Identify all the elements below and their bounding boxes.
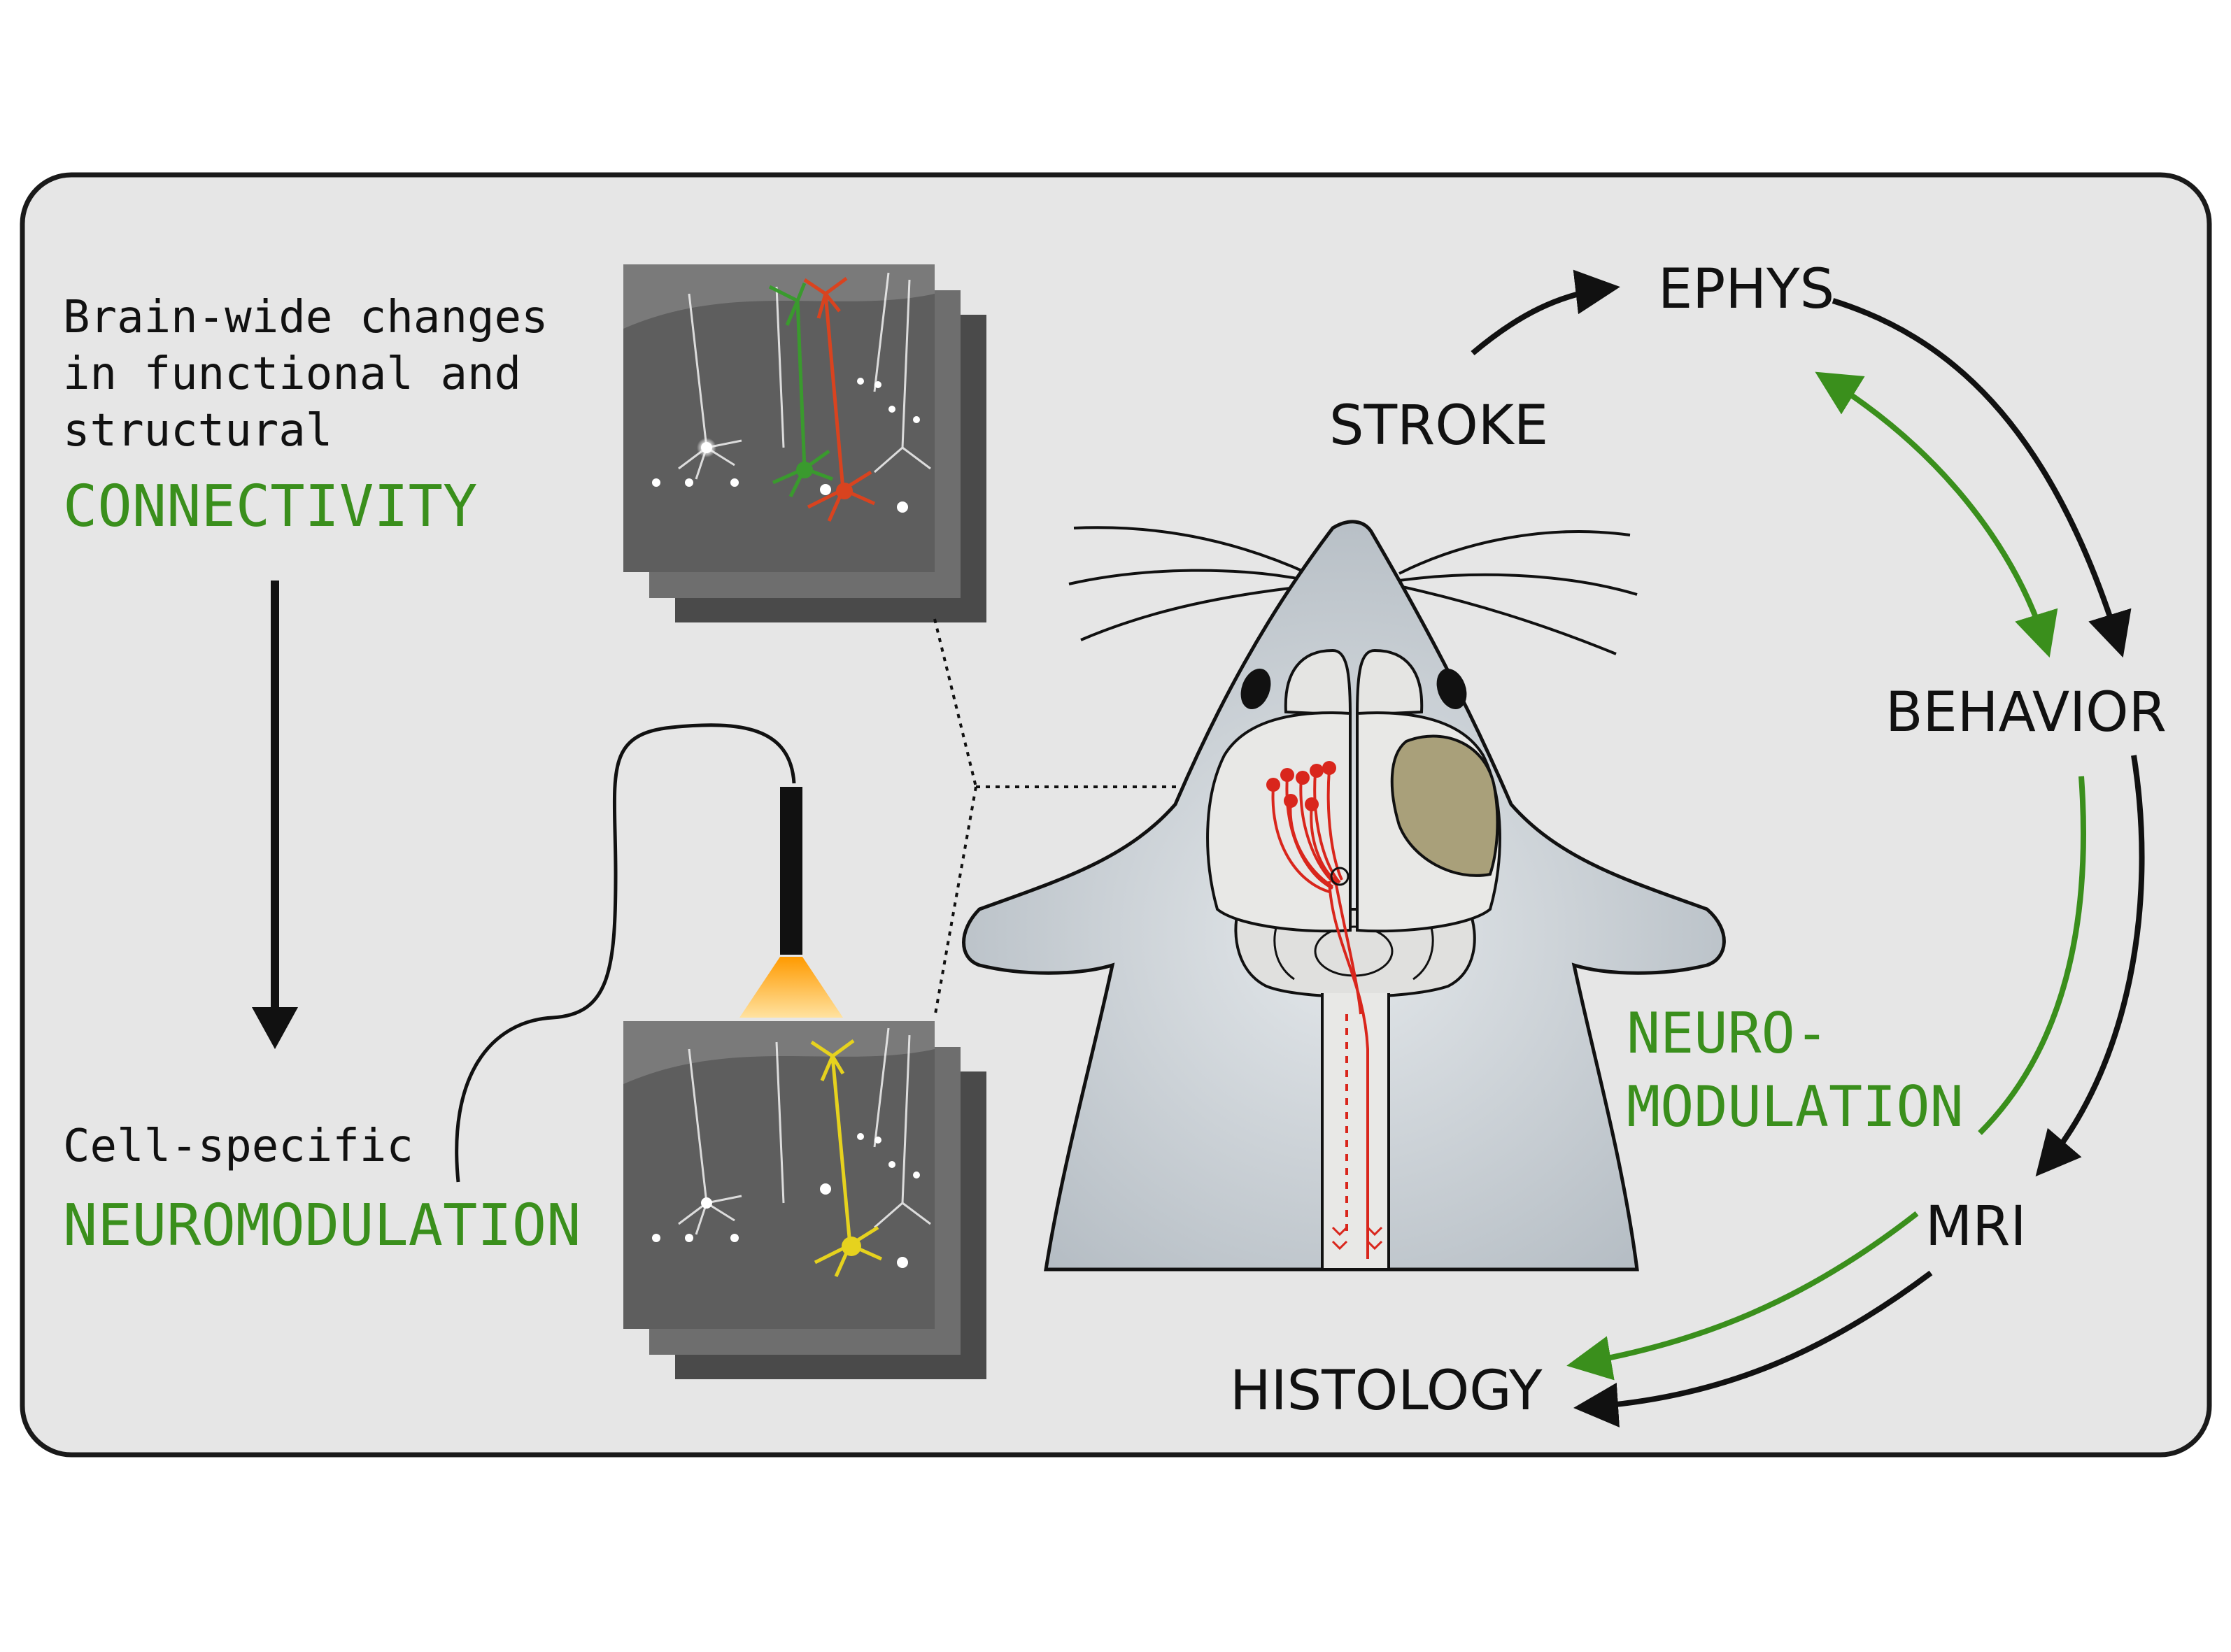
neuromodulation-label: NEUROMODULATION (63, 1192, 581, 1259)
red-neuron-soma (836, 483, 853, 499)
optical-fiber-cable (455, 723, 796, 1183)
neuro-label-line-1: NEURO- (1627, 1001, 1829, 1066)
stimulation-site-marker (1330, 867, 1350, 886)
behavior-label: BEHAVIOR (1885, 681, 2167, 744)
neuro-label-line-2: MODULATION (1627, 1074, 1964, 1139)
arrow-ephys-behavior-bidirectional (1815, 371, 2058, 658)
red-neuron-somas (1266, 761, 1336, 811)
arrow-mri-to-histology-green (1566, 1211, 1919, 1381)
light-cone (739, 957, 843, 1018)
intro-line-1: Brain-wide changes (63, 292, 548, 343)
mouse-eye-left (1240, 668, 1271, 710)
olfactory-bulb-right (1355, 648, 1424, 717)
green-neuron-soma (796, 462, 813, 478)
intro-line-3: structural (63, 405, 332, 457)
arrow-neuromodulation-green (1978, 776, 2086, 1135)
spinal-terminals (1331, 1226, 1383, 1251)
ephys-label: EPHYS (1658, 258, 1834, 321)
stroke-label: STROKE (1329, 394, 1548, 457)
micrograph-stack-top (623, 264, 986, 622)
arrow-mri-to-histology (1573, 1270, 1933, 1427)
spinal-cord (1321, 993, 1390, 1271)
mouse-eye-right (1436, 668, 1467, 710)
red-neuron (803, 276, 876, 522)
mouse-illustration (962, 520, 1726, 1272)
olfactory-bulb-left (1284, 648, 1352, 717)
arrow-behavior-to-mri (2035, 755, 2145, 1177)
mri-label: MRI (1925, 1195, 2027, 1258)
yellow-neuron (810, 1039, 883, 1278)
green-neuron (768, 283, 833, 498)
optical-fiber-ferrule (780, 787, 802, 955)
connectivity-label: CONNECTIVITY (63, 473, 477, 540)
histology-label: HISTOLOGY (1230, 1360, 1543, 1423)
yellow-neuron-soma (842, 1237, 861, 1256)
intro-line-2: in functional and (63, 348, 521, 400)
whiskers (1068, 526, 1638, 655)
arrow-stroke-to-ephys (1471, 269, 1620, 356)
stroke-lesion (1390, 734, 1499, 877)
corticospinal-tract (1271, 769, 1369, 1259)
main-panel (20, 172, 2212, 1458)
micrograph-top-image (623, 264, 935, 572)
zoom-connector-lines (933, 618, 1214, 1018)
down-arrow-head (252, 1007, 298, 1049)
cell-specific-label: Cell-specific (63, 1120, 413, 1172)
micrograph-bottom-image (623, 1021, 935, 1329)
micrograph-stack-bottom (623, 1021, 986, 1379)
